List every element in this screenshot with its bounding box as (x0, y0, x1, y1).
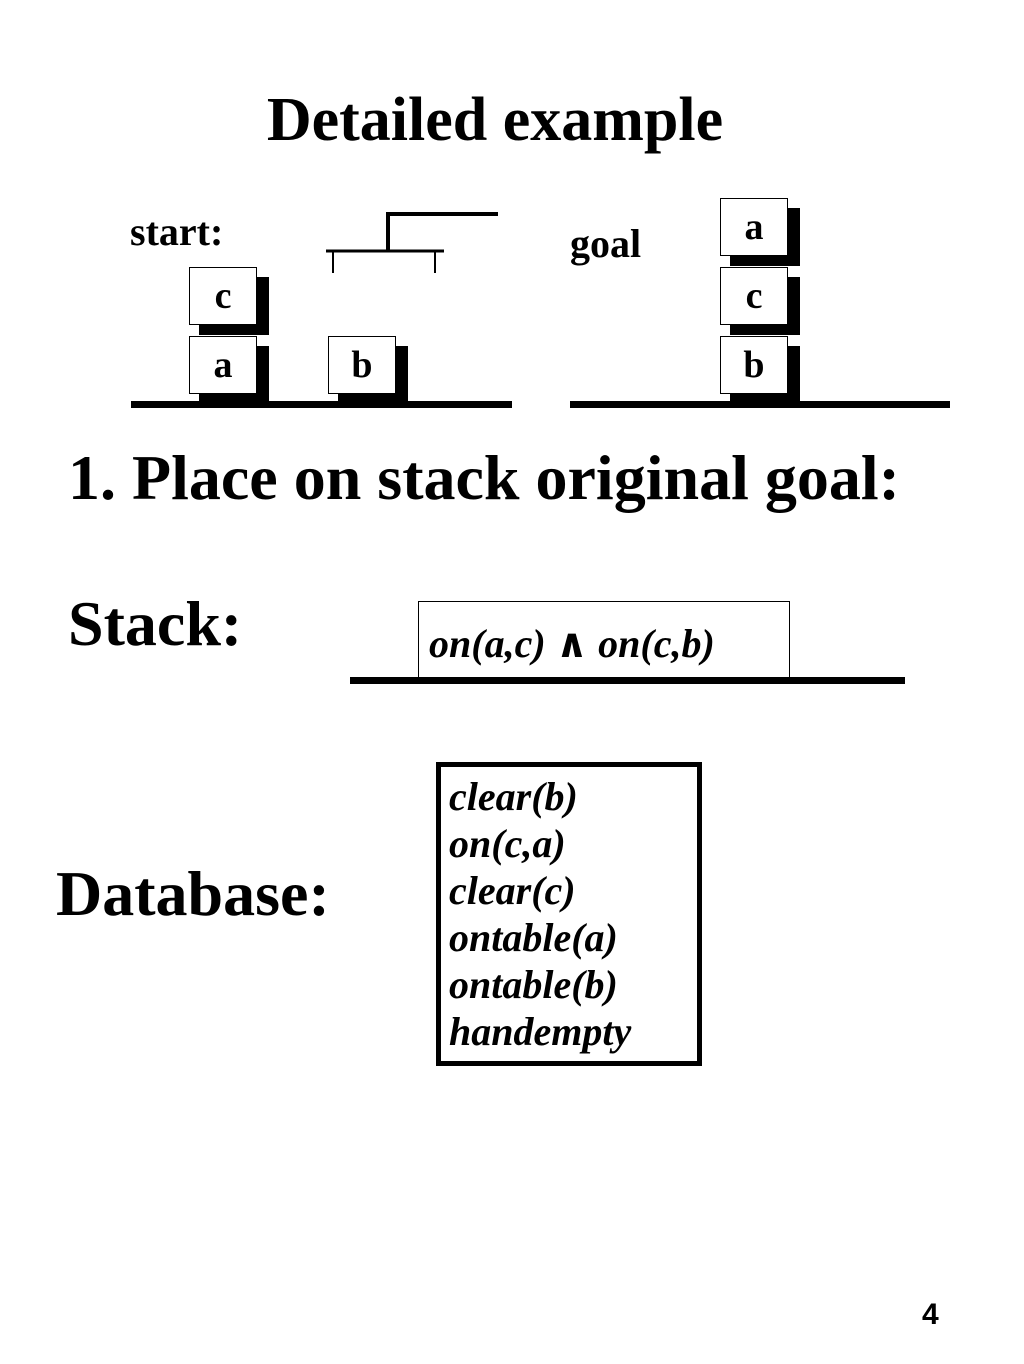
start-block-b: b (328, 336, 408, 404)
goal-block-b-label: b (720, 336, 788, 394)
goal-block-c-label: c (720, 267, 788, 325)
database-item: clear(c) (449, 868, 576, 913)
stack-label: Stack: (68, 588, 243, 659)
goal-block-a-label: a (720, 198, 788, 256)
goal-block-b: b (720, 336, 800, 404)
start-block-a-label: a (189, 336, 257, 394)
goal-block-a: a (720, 198, 800, 266)
start-label: start: (130, 209, 224, 254)
database-item: ontable(a) (449, 915, 618, 960)
slide-title: Detailed example (266, 86, 724, 154)
stack-item: on(a,c) ∧ on(c,b) (418, 601, 790, 679)
database-label: Database: (56, 858, 330, 929)
database-box: clear(b) on(c,a) clear(c) ontable(a) ont… (436, 762, 702, 1066)
database-item: clear(b) (449, 774, 578, 819)
start-block-b-label: b (328, 336, 396, 394)
database-item: ontable(b) (449, 962, 618, 1007)
step-heading: 1. Place on stack original goal: (68, 442, 900, 513)
stack-base (350, 677, 905, 684)
start-table (131, 401, 512, 408)
page-number: 4 (922, 1298, 939, 1331)
start-block-c: c (189, 267, 269, 335)
robot-arm-icon (326, 212, 498, 273)
goal-table (570, 401, 950, 408)
stack-item-text: on(a,c) ∧ on(c,b) (429, 621, 715, 666)
goal-block-c: c (720, 267, 800, 335)
start-block-a: a (189, 336, 269, 404)
goal-label: goal (570, 221, 642, 266)
start-block-c-label: c (189, 267, 257, 325)
database-item: on(c,a) (449, 821, 566, 866)
database-item: handempty (449, 1009, 632, 1054)
